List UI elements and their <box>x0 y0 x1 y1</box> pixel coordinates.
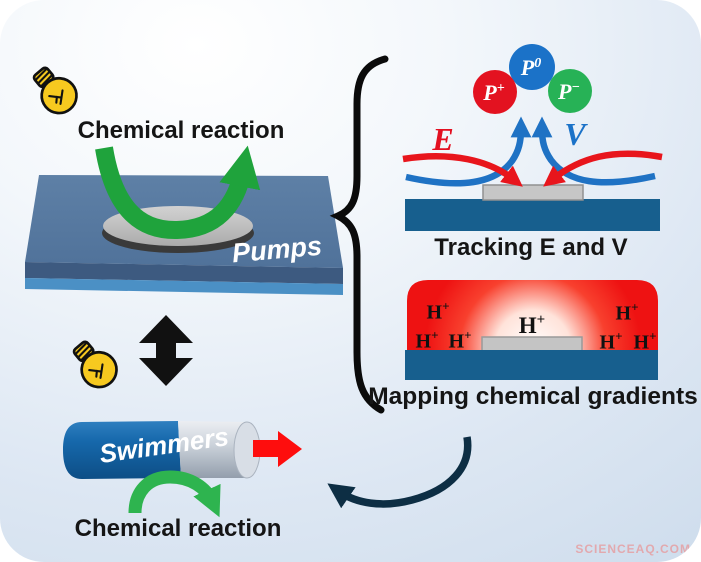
proton-label: H+ <box>448 327 472 353</box>
gradient-particle <box>481 336 583 352</box>
neutral-particle-label: P0 <box>520 55 542 81</box>
negative-particle-circle <box>548 69 592 113</box>
light-bulb-icon <box>64 333 125 396</box>
proton-label: H+ <box>615 299 639 325</box>
velocity-field-label: V <box>564 116 586 152</box>
proton-label-center: H+ <box>518 312 546 338</box>
swimmer-rod <box>63 421 261 479</box>
propulsion-arrow <box>253 431 302 467</box>
swimmer-reaction-arrow <box>128 470 221 518</box>
velocity-field-arrows <box>405 116 656 187</box>
tracking-caption: Tracking E and V <box>434 234 628 261</box>
proton-label: H+ <box>633 328 657 354</box>
tracking-substrate <box>405 199 660 231</box>
swimmer-reaction-label: Chemical reaction <box>74 515 282 542</box>
negative-particle-label: P− <box>558 79 580 105</box>
tracking-particle <box>482 184 584 201</box>
positive-particle-label: P+ <box>483 80 505 106</box>
neutral-particle-circle <box>509 44 555 90</box>
up-down-arrow-icon <box>139 315 193 386</box>
proton-cloud <box>407 280 658 352</box>
curly-brace <box>329 55 389 414</box>
pump-reaction-label: Chemical reaction <box>77 117 285 144</box>
proton-label: H+ <box>599 328 623 354</box>
positive-particle-circle <box>473 70 517 114</box>
light-bulb-icon <box>24 59 85 122</box>
gradient-caption: Mapping chemical gradients <box>368 382 698 410</box>
proton-label: H+ <box>426 298 450 324</box>
proton-label: H+ <box>415 327 439 353</box>
watermark: SCIENCEAQ.COM <box>575 542 691 556</box>
particle-circles <box>473 44 592 114</box>
gradient-substrate <box>405 350 658 380</box>
electric-field-arrows <box>402 150 663 187</box>
pump-reaction-arrow <box>95 145 261 240</box>
return-arrow <box>327 436 472 509</box>
electric-field-label: E <box>432 121 454 157</box>
